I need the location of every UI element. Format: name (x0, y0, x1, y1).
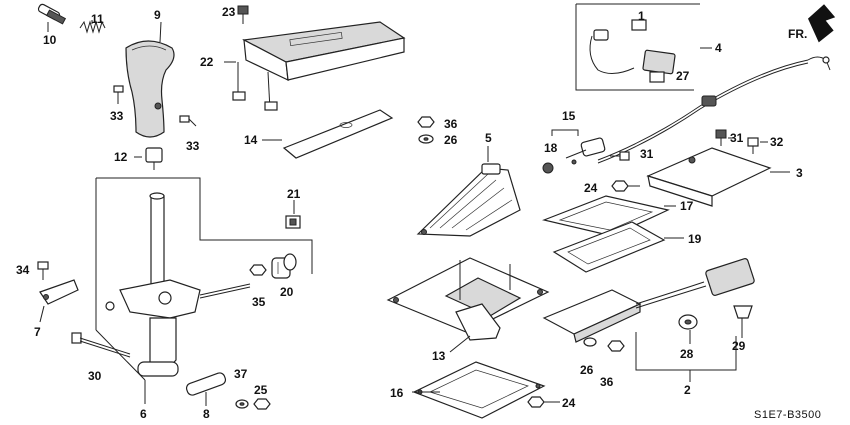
shift-cable-part (597, 56, 831, 164)
shift-knob-part (125, 40, 175, 138)
callout-31b: 31 (640, 147, 654, 161)
bolt-31a (715, 129, 727, 146)
callout-33b: 33 (186, 139, 200, 153)
grommet-18-part (542, 162, 554, 174)
pin-8-part (185, 372, 227, 396)
callout-27: 27 (676, 69, 690, 83)
callout-35: 35 (252, 295, 266, 309)
plate-14-part (282, 109, 394, 159)
gasket-16-part (412, 361, 546, 419)
shift-lever-part (105, 192, 201, 377)
callout-8: 8 (203, 407, 210, 421)
callout-36a: 36 (444, 117, 458, 131)
callout-37: 37 (234, 367, 248, 381)
cable-bracket-part (646, 147, 772, 207)
gasket-17-part (541, 195, 670, 237)
lever-assembly-outline (95, 177, 313, 381)
callout-17: 17 (680, 199, 694, 213)
callout-18: 18 (544, 141, 558, 155)
callout-30: 30 (88, 369, 102, 383)
nut-36b-part (607, 340, 625, 352)
callout-6: 6 (140, 407, 147, 421)
callout-24a: 24 (584, 181, 598, 195)
indicator-housing-part (416, 163, 521, 237)
callout-10: 10 (43, 33, 57, 47)
callout-22: 22 (200, 55, 214, 69)
drawing-code: S1E7-B3500 (754, 409, 821, 421)
harness-4-part (575, 3, 700, 91)
clip-29-part (733, 305, 753, 319)
position-switch-part (542, 258, 755, 343)
callout-21: 21 (287, 187, 301, 201)
callout-25: 25 (254, 383, 268, 397)
clip-28-part (678, 314, 698, 330)
callout-26a: 26 (444, 133, 458, 147)
callout-15: 15 (562, 109, 576, 123)
callout-28: 28 (680, 347, 694, 361)
base-bracket-part (386, 257, 550, 341)
leader-lines (39, 21, 790, 406)
callout-26b: 26 (580, 363, 594, 377)
callout-4: 4 (715, 41, 722, 55)
bolt-34 (37, 261, 49, 280)
spring-part (79, 20, 106, 34)
bolt-31b (610, 151, 630, 161)
switch-bracket-outline (635, 332, 737, 382)
nut-36a-part (417, 116, 435, 128)
callout-32: 32 (770, 135, 784, 149)
nut-35-part (249, 264, 267, 276)
callout-34: 34 (16, 263, 30, 277)
front-arrow-icon (807, 4, 836, 43)
solenoid-15-part (551, 129, 606, 165)
callout-16: 16 (390, 386, 404, 400)
bolt-33b (179, 115, 197, 127)
screw-23 (237, 5, 249, 24)
direction-label: FR. (788, 27, 807, 41)
bolt-32 (747, 137, 759, 154)
callout-13: 13 (432, 349, 446, 363)
washer-37-part (235, 399, 249, 409)
indicator-panel-part (232, 21, 406, 111)
nut-25-part (253, 398, 271, 410)
callout-20: 20 (280, 285, 294, 299)
callout-19: 19 (688, 232, 702, 246)
bolt-33a (113, 85, 124, 104)
callout-31a: 31 (730, 131, 744, 145)
release-pin-part (37, 3, 67, 32)
adjust-rod-part (199, 283, 251, 299)
callout-29: 29 (732, 339, 746, 353)
callout-11: 11 (91, 12, 104, 26)
nut-24a-part (611, 180, 629, 192)
callout-1: 1 (638, 9, 645, 23)
callout-24b: 24 (562, 396, 576, 410)
callout-23: 23 (222, 5, 236, 19)
callout-12: 12 (114, 150, 128, 164)
callout-3: 3 (796, 166, 803, 180)
callout-labels: 9 11 10 23 22 33 33 12 14 21 34 7 35 20 … (16, 5, 821, 421)
nut-24b-part (527, 396, 545, 408)
washer-26b-part (583, 337, 597, 347)
washer-26a-part (418, 134, 434, 144)
callout-9: 9 (154, 8, 161, 22)
bracket-7-part (39, 279, 79, 305)
callout-2: 2 (684, 383, 691, 397)
callout-14: 14 (244, 133, 258, 147)
gasket-19-part (552, 221, 666, 273)
callout-5: 5 (485, 131, 492, 145)
bolt-30-part (71, 332, 131, 358)
callout-36b: 36 (600, 375, 614, 389)
callout-7: 7 (34, 325, 41, 339)
callout-33a: 33 (110, 109, 124, 123)
bushing-20-part (271, 253, 297, 279)
clip-21-part (285, 215, 301, 229)
collar-part (145, 147, 163, 170)
